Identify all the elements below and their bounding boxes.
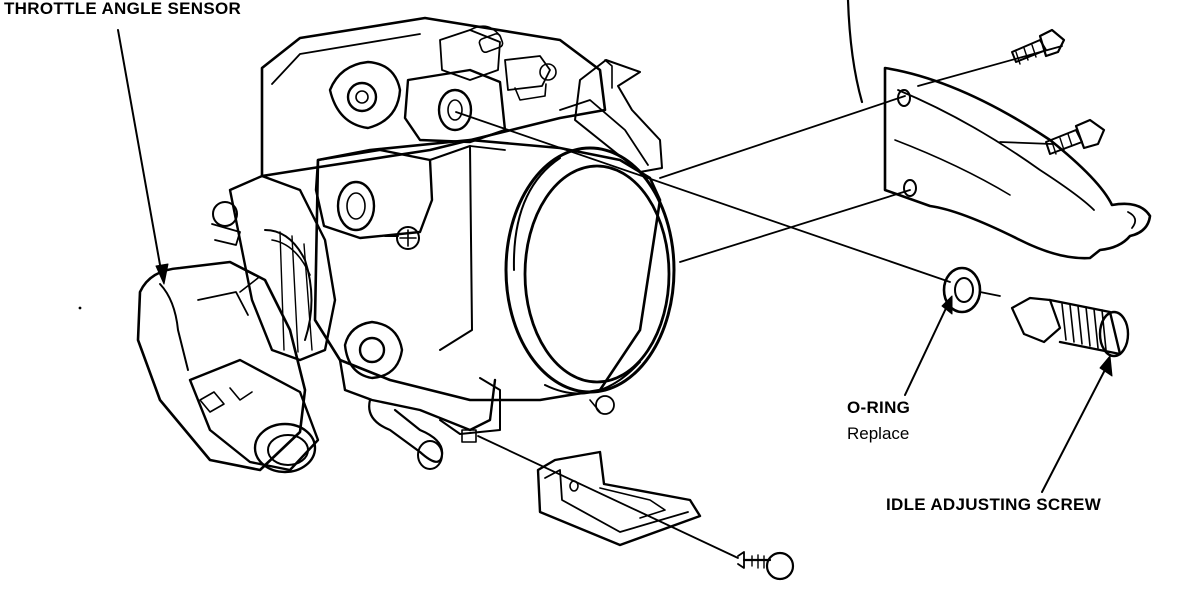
idle-adjusting-screw-part [1010, 296, 1130, 358]
intake-edge-line [846, 0, 864, 104]
bracket-bolt-lower-part [1045, 118, 1106, 155]
throttle-body-housing [211, 16, 676, 470]
idle-adjusting-screw-label: IDLE ADJUSTING SCREW [886, 495, 1102, 514]
lower-bracket-part [536, 450, 702, 547]
throttle-angle-sensor-label: THROTTLE ANGLE SENSOR [4, 0, 242, 18]
throttle-angle-sensor-part [136, 260, 320, 474]
o-ring-label: O-RING [847, 398, 911, 417]
o-ring-note: Replace [847, 424, 910, 443]
right-bracket-plate [883, 66, 1152, 260]
o-ring-part [942, 266, 982, 314]
assembly-lines [117, 29, 1113, 559]
bracket-screw-part [737, 551, 795, 581]
